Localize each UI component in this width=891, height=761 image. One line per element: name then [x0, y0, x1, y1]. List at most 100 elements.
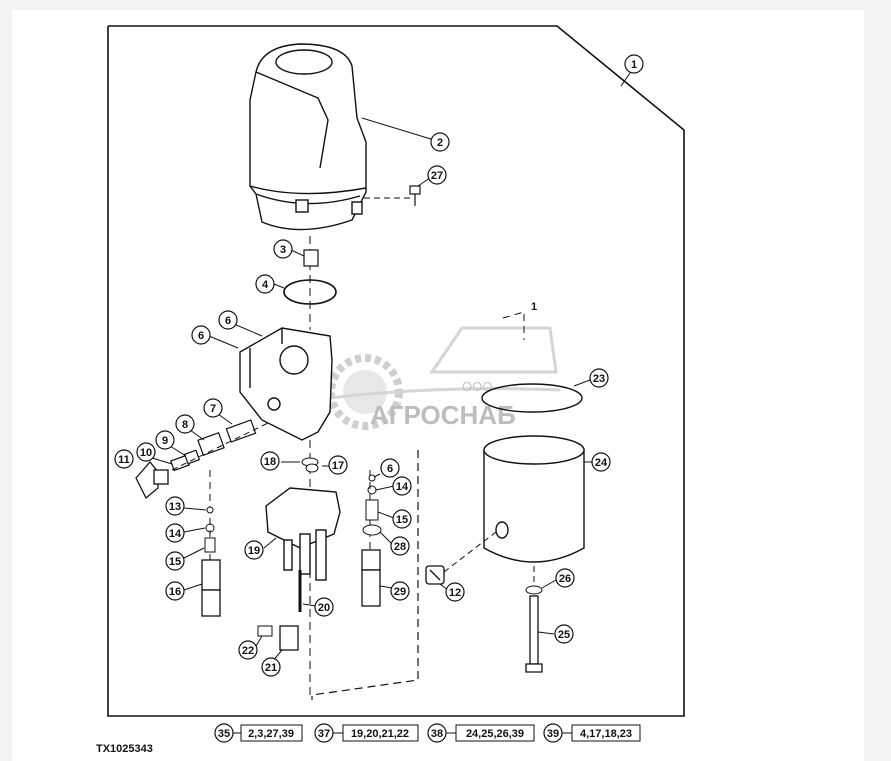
watermark-big: АГРОСНАБ	[370, 400, 516, 430]
legend-kit-39: 39 4,17,18,23	[543, 723, 641, 743]
o-ring-part-4	[283, 279, 337, 305]
leader-22	[255, 635, 263, 647]
leader-28	[379, 531, 393, 545]
svg-text:1: 1	[631, 59, 637, 71]
svg-text:14: 14	[396, 481, 409, 493]
legend-kit-38: 38 24,25,26,39	[427, 723, 535, 743]
plug-part-12	[425, 565, 445, 585]
svg-text:19,20,21,22: 19,20,21,22	[351, 728, 409, 740]
svg-text:29: 29	[394, 586, 406, 598]
valve-body	[239, 327, 333, 441]
dash-12	[443, 531, 497, 573]
leader-14b	[375, 485, 395, 491]
leader-14	[183, 527, 206, 533]
svg-text:24,25,26,39: 24,25,26,39	[466, 728, 524, 740]
svg-text:16: 16	[169, 586, 181, 598]
leader-23	[573, 379, 591, 387]
leader-6b	[208, 335, 239, 349]
callout-24: 24	[591, 452, 611, 472]
svg-text:2,3,27,39: 2,3,27,39	[248, 728, 294, 740]
svg-text:24: 24	[595, 457, 608, 469]
svg-text:18: 18	[264, 456, 276, 468]
valve-part-8	[197, 431, 225, 457]
leader-26	[541, 579, 557, 589]
callout-6-right: 6	[380, 458, 400, 478]
svg-text:28: 28	[394, 541, 406, 553]
callout-23: 23	[589, 368, 609, 388]
callout-6-top: 6	[218, 310, 238, 330]
figure-id: TX1025343	[96, 743, 153, 755]
valve-part-7	[225, 419, 257, 443]
callout-8: 8	[175, 414, 195, 434]
outline-marker: 1	[531, 301, 537, 313]
leader-2	[361, 117, 435, 141]
leader-13	[183, 507, 207, 511]
ball-part-6	[368, 474, 376, 482]
callout-4: 4	[255, 274, 275, 294]
svg-text:38: 38	[431, 728, 443, 740]
svg-text:6: 6	[198, 330, 204, 342]
svg-text:25: 25	[558, 629, 570, 641]
callout-14-left: 14	[165, 523, 185, 543]
leader-25	[537, 631, 555, 635]
svg-text:3: 3	[280, 244, 286, 256]
leader-6a	[233, 323, 263, 337]
leader-16	[183, 583, 203, 591]
fitting-part-9	[183, 449, 201, 465]
svg-text:8: 8	[182, 419, 188, 431]
leader-4	[273, 283, 285, 289]
washer-part-26	[525, 585, 543, 595]
svg-text:15: 15	[169, 556, 181, 568]
manifold-part-19	[265, 487, 341, 581]
watermark-logo: ООО АГРОСНАБ	[327, 326, 561, 430]
svg-text:7: 7	[210, 403, 216, 415]
svg-text:14: 14	[169, 528, 182, 540]
svg-text:4,17,18,23: 4,17,18,23	[580, 728, 632, 740]
sleeve-part-29	[361, 549, 381, 607]
legend-kit-37: 37 19,20,21,22	[314, 723, 419, 743]
leader-7	[217, 413, 233, 425]
callout-15-right: 15	[392, 509, 412, 529]
subassembly-outline-right	[502, 311, 525, 340]
spring-part-15b	[365, 499, 379, 521]
svg-text:22: 22	[242, 645, 254, 657]
clip-part-22	[257, 625, 273, 637]
svg-text:20: 20	[318, 602, 330, 614]
svg-text:6: 6	[225, 315, 231, 327]
callout-1: 1	[624, 54, 644, 74]
callout-26: 26	[555, 568, 575, 588]
bolt-part-25	[525, 595, 543, 673]
callout-11: 11	[114, 449, 134, 469]
svg-text:10: 10	[140, 447, 152, 459]
cap-part-21	[279, 625, 299, 651]
leader-15b	[377, 511, 395, 519]
callout-9: 9	[155, 430, 175, 450]
callout-22: 22	[238, 640, 258, 660]
leader-15	[183, 547, 205, 559]
leader-29	[379, 585, 393, 589]
ring-part-14	[205, 523, 215, 533]
sleeve-part-16	[201, 559, 221, 617]
callout-14-right: 14	[392, 476, 412, 496]
svg-text:39: 39	[547, 728, 559, 740]
leader-19	[263, 537, 277, 549]
leader-27	[417, 177, 431, 187]
callout-21: 21	[261, 657, 281, 677]
callout-27: 27	[427, 165, 447, 185]
callout-2: 2	[430, 132, 450, 152]
bowl-part-24	[483, 435, 585, 563]
svg-text:23: 23	[593, 373, 605, 385]
callout-12: 12	[445, 582, 465, 602]
svg-text:12: 12	[449, 587, 461, 599]
callout-18: 18	[260, 451, 280, 471]
washer-part-28	[362, 524, 382, 536]
housing-cover-part-2	[249, 43, 367, 231]
svg-text:2: 2	[437, 137, 443, 149]
svg-text:4: 4	[262, 279, 269, 291]
svg-text:26: 26	[559, 573, 571, 585]
assembly-boundary	[107, 25, 685, 717]
svg-text:17: 17	[332, 460, 344, 472]
svg-text:37: 37	[318, 728, 330, 740]
legend-kit-35: 35 2,3,27,39	[214, 723, 303, 743]
